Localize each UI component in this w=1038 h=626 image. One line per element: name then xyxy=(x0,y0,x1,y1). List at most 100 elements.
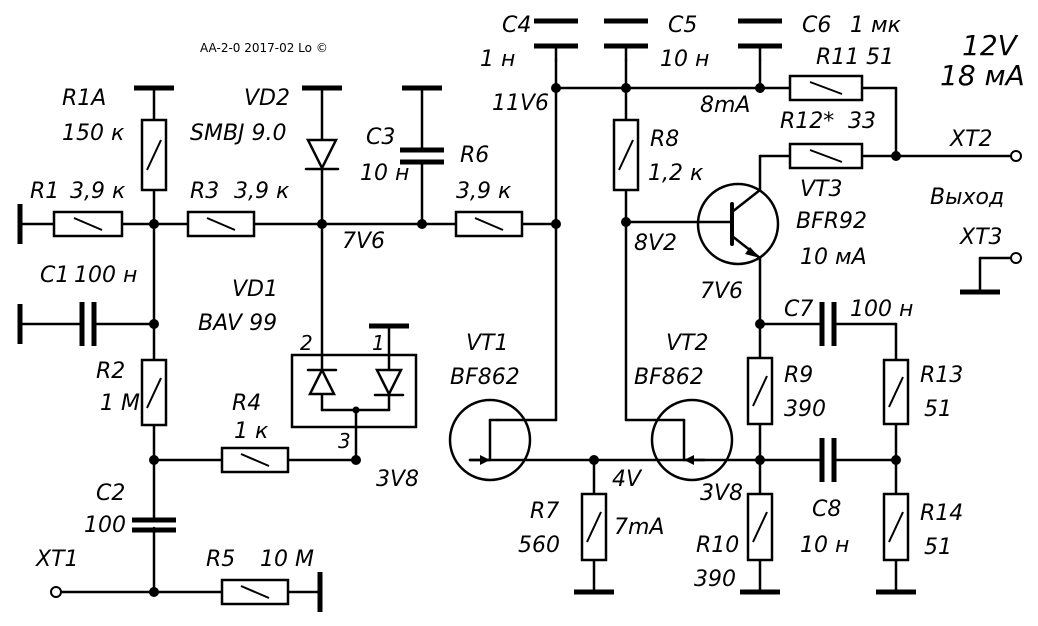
r4-value-label: 1 к xyxy=(234,419,269,444)
r6-value-label: 3,9 к xyxy=(456,179,512,204)
vd1-value-label: BAV 99 xyxy=(198,311,277,336)
c1-ref-label: C1 xyxy=(40,263,69,288)
resistor-r11 xyxy=(788,74,864,102)
ground-symbols xyxy=(17,85,1000,612)
c5-value-label: 10 н xyxy=(660,47,709,72)
resistor-r9 xyxy=(746,356,774,426)
c4-value-label: 1 н xyxy=(480,47,515,72)
c3-ref-label: C3 xyxy=(366,125,395,150)
c2-ref-label: C2 xyxy=(96,481,125,506)
c6-value-label: 1 мк xyxy=(850,13,902,38)
vd1-pin1-label: 1 xyxy=(372,331,385,355)
node-4v-label: 4V xyxy=(612,467,643,492)
r2-value-label: 1 М xyxy=(100,391,140,416)
xt3-label: XT3 xyxy=(959,225,1003,250)
r12-value-label: 33 xyxy=(848,109,876,134)
resistor-r13 xyxy=(882,358,910,426)
xt2-label: XT2 xyxy=(949,127,993,152)
output-label: Выход xyxy=(930,185,1004,210)
r3-ref-label: R3 xyxy=(190,179,219,204)
credit-text: AA-2-0 2017-02 Lo © xyxy=(200,41,328,55)
r14-ref-label: R14 xyxy=(920,501,963,526)
diode-vd2 xyxy=(304,138,340,171)
resistor-r6 xyxy=(454,210,524,238)
junction-dots xyxy=(149,83,901,597)
r2-ref-label: R2 xyxy=(96,359,125,384)
vt3-ref-label: VT3 xyxy=(800,177,843,202)
r8-value-label: 1,2 к xyxy=(648,161,704,186)
vd1-ref-label: VD1 xyxy=(232,277,278,302)
r10-value-label: 390 xyxy=(694,567,736,592)
resistor-r8 xyxy=(612,118,640,192)
r1-ref-label: R1 xyxy=(30,179,59,204)
r5-value-label: 10 М xyxy=(260,547,314,572)
vt1-ref-label: VT1 xyxy=(466,331,509,356)
node-7v6-out-label: 7V6 xyxy=(700,279,743,304)
c3-value-label: 10 н xyxy=(360,161,409,186)
c8-ref-label: C8 xyxy=(812,497,841,522)
node-8v2-label: 8V2 xyxy=(634,231,677,256)
labels: AA-2-0 2017-02 Lo © 12V 18 мА R1A 150 к … xyxy=(30,13,1025,592)
capacitors xyxy=(79,18,837,533)
vd2-ref-label: VD2 xyxy=(244,86,290,111)
node-8ma-label: 8mA xyxy=(700,93,750,118)
vd1-pin3-label: 3 xyxy=(338,429,351,453)
c8-value-label: 10 н xyxy=(800,533,849,558)
vt3-value-label: BFR92 xyxy=(796,209,867,234)
r1-value-label: 3,9 к xyxy=(70,179,126,204)
r9-ref-label: R9 xyxy=(784,363,813,388)
terminal-xt1-pin xyxy=(50,586,62,598)
resistor-r14 xyxy=(882,492,910,562)
r10-ref-label: R10 xyxy=(696,533,739,558)
resistor-r10 xyxy=(746,492,774,562)
r8-ref-label: R8 xyxy=(650,127,679,152)
r7-ref-label: R7 xyxy=(530,499,559,524)
node-7v6-top-label: 7V6 xyxy=(342,229,385,254)
r4-ref-label: R4 xyxy=(232,391,261,416)
resistor-r4 xyxy=(220,446,290,474)
c7-value-label: 100 н xyxy=(850,297,913,322)
node-3v8-right-label: 3V8 xyxy=(700,481,743,506)
resistor-r2 xyxy=(140,358,168,427)
r1a-ref-label: R1A xyxy=(62,86,106,111)
vt2-value-label: BF862 xyxy=(634,365,704,390)
xt1-label: XT1 xyxy=(35,547,79,572)
c7-ref-label: C7 xyxy=(784,297,813,322)
r11-ref-label: R11 xyxy=(816,45,859,70)
terminal-xt3-pin xyxy=(1010,252,1022,264)
transistor-vt2 xyxy=(650,398,734,482)
r3-value-label: 3,9 к xyxy=(234,179,290,204)
resistor-r1 xyxy=(52,210,124,238)
supply-current-label: 18 мА xyxy=(940,59,1025,92)
vt1-value-label: BF862 xyxy=(450,365,520,390)
wires xyxy=(20,58,1012,594)
supply-voltage-label: 12V xyxy=(962,29,1019,62)
c4-ref-label: C4 xyxy=(502,13,531,38)
r13-value-label: 51 xyxy=(924,397,952,422)
transistor-vt3 xyxy=(696,182,780,266)
resistor-r1a xyxy=(140,118,168,192)
r12-ref-label: R12* xyxy=(780,109,834,134)
terminals xyxy=(50,150,1022,598)
r1a-value-label: 150 к xyxy=(62,121,125,146)
r6-ref-label: R6 xyxy=(460,143,489,168)
r7-value-label: 560 xyxy=(518,533,560,558)
transistor-vt1 xyxy=(448,398,532,482)
vd2-value-label: SMBJ 9.0 xyxy=(190,121,287,146)
c5-ref-label: C5 xyxy=(668,13,697,38)
resistor-r7 xyxy=(580,492,608,562)
r9-value-label: 390 xyxy=(784,397,826,422)
terminal-xt2-pin xyxy=(1010,150,1022,162)
c6-ref-label: C6 xyxy=(802,13,831,38)
resistors xyxy=(52,74,910,606)
vt2-ref-label: VT2 xyxy=(666,331,709,356)
r11-value-label: 51 xyxy=(866,45,894,70)
node-3v8-left-label: 3V8 xyxy=(376,467,419,492)
c2-value-label: 100 xyxy=(84,513,126,538)
r13-ref-label: R13 xyxy=(920,363,963,388)
diode-vd1 xyxy=(290,353,418,429)
resistor-r12 xyxy=(788,142,864,170)
r5-ref-label: R5 xyxy=(206,547,235,572)
vt3-current-label: 10 мА xyxy=(800,245,867,270)
